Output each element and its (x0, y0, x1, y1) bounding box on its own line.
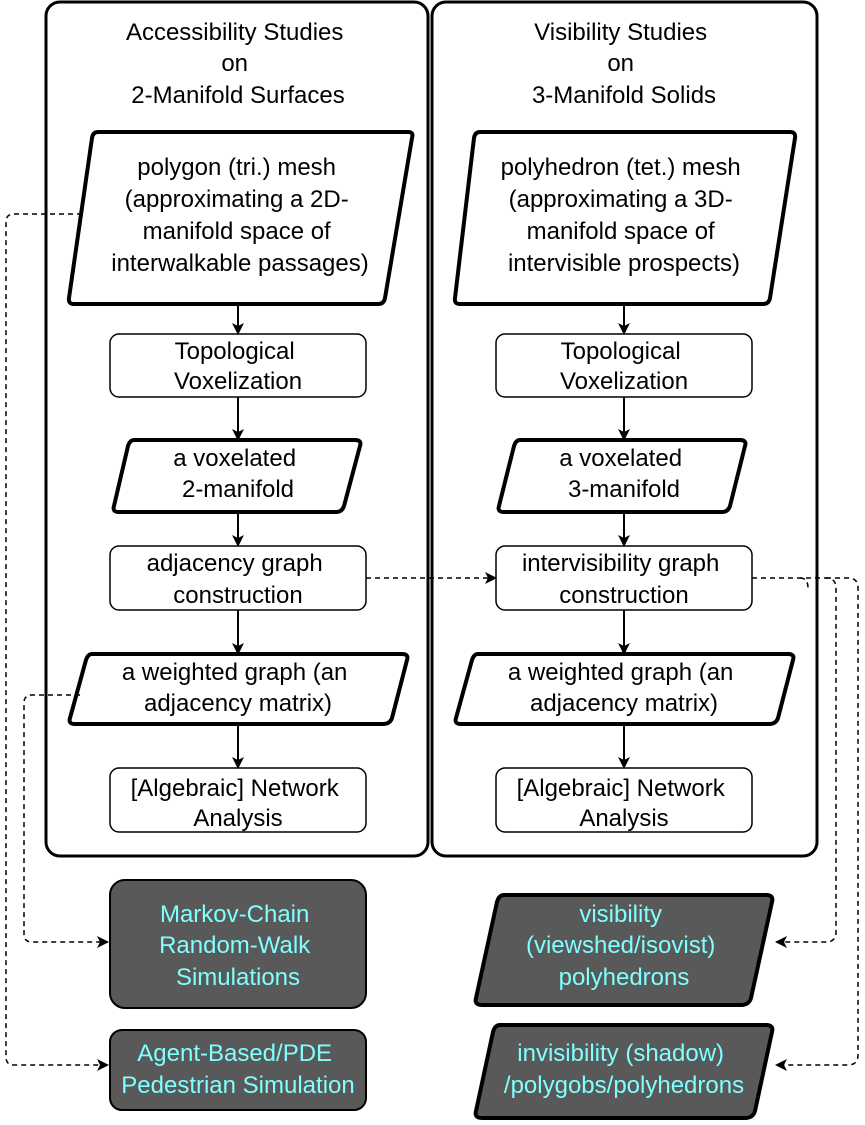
left-panel-frame (44, 0, 430, 858)
dashed-mesh-to-agent-sim (5, 213, 109, 1071)
left-mesh-input (66, 130, 415, 306)
visibility-output (473, 893, 775, 1007)
right-weighted-graph-label: a weighted graph (an adjacency matrix) (508, 659, 740, 717)
right-network-analysis-label: [Algebraic] Network Analysis (517, 775, 732, 832)
right-voxelated-label: a voxelated 3-manifold (559, 445, 688, 503)
dashed-weighted-to-markov (23, 694, 109, 948)
visibility-label: visibility (viewshed/isovist) polyhedron… (526, 901, 722, 991)
dashed-connectors (5, 213, 859, 1071)
markov-chain-output (109, 879, 367, 1009)
right-panel-title: Visibility Studies on 3-Manifold Solids (532, 19, 716, 109)
agent-based-label: Agent-Based/PDE Pedestrian Simulation (121, 1040, 354, 1099)
left-voxelated-data (111, 438, 363, 514)
right-panel-frame (430, 0, 819, 858)
right-mesh-input (452, 130, 798, 306)
agent-based-output (109, 1029, 367, 1111)
dashed-intervisibility-to-invisibility (776, 577, 859, 1065)
markov-chain-label: Markov-Chain Random-Walk Simulations (159, 901, 317, 991)
left-voxelated-label: a voxelated 2-manifold (173, 445, 302, 503)
left-graph-construction-label: adjacency graph construction (147, 550, 330, 609)
left-panel-title: Accessibility Studies on 2-Manifold Surf… (126, 19, 350, 109)
right-voxelated-data (496, 438, 748, 514)
left-weighted-graph-data (67, 652, 410, 726)
left-network-analysis-label: [Algebraic] Network Analysis (131, 775, 346, 832)
right-voxelization-label: Topological Voxelization (560, 338, 688, 395)
dashed-intervisibility-to-visibility (752, 577, 837, 948)
left-mesh-label: polygon (tri.) mesh (approximating a 2D-… (111, 154, 368, 277)
invisibility-label: invisibility (shadow) /polygobs/polyhedr… (504, 1040, 744, 1099)
right-weighted-graph-data (453, 652, 796, 726)
invisibility-output (473, 1023, 775, 1120)
solid-arrows (232, 304, 630, 769)
right-graph-construction-label: intervisibility graph construction (522, 550, 726, 609)
left-voxelization-label: Topological Voxelization (174, 338, 302, 395)
right-mesh-label: polyhedron (tet.) mesh (approximating a … (501, 154, 748, 277)
left-weighted-graph-label: a weighted graph (an adjacency matrix) (122, 659, 354, 717)
